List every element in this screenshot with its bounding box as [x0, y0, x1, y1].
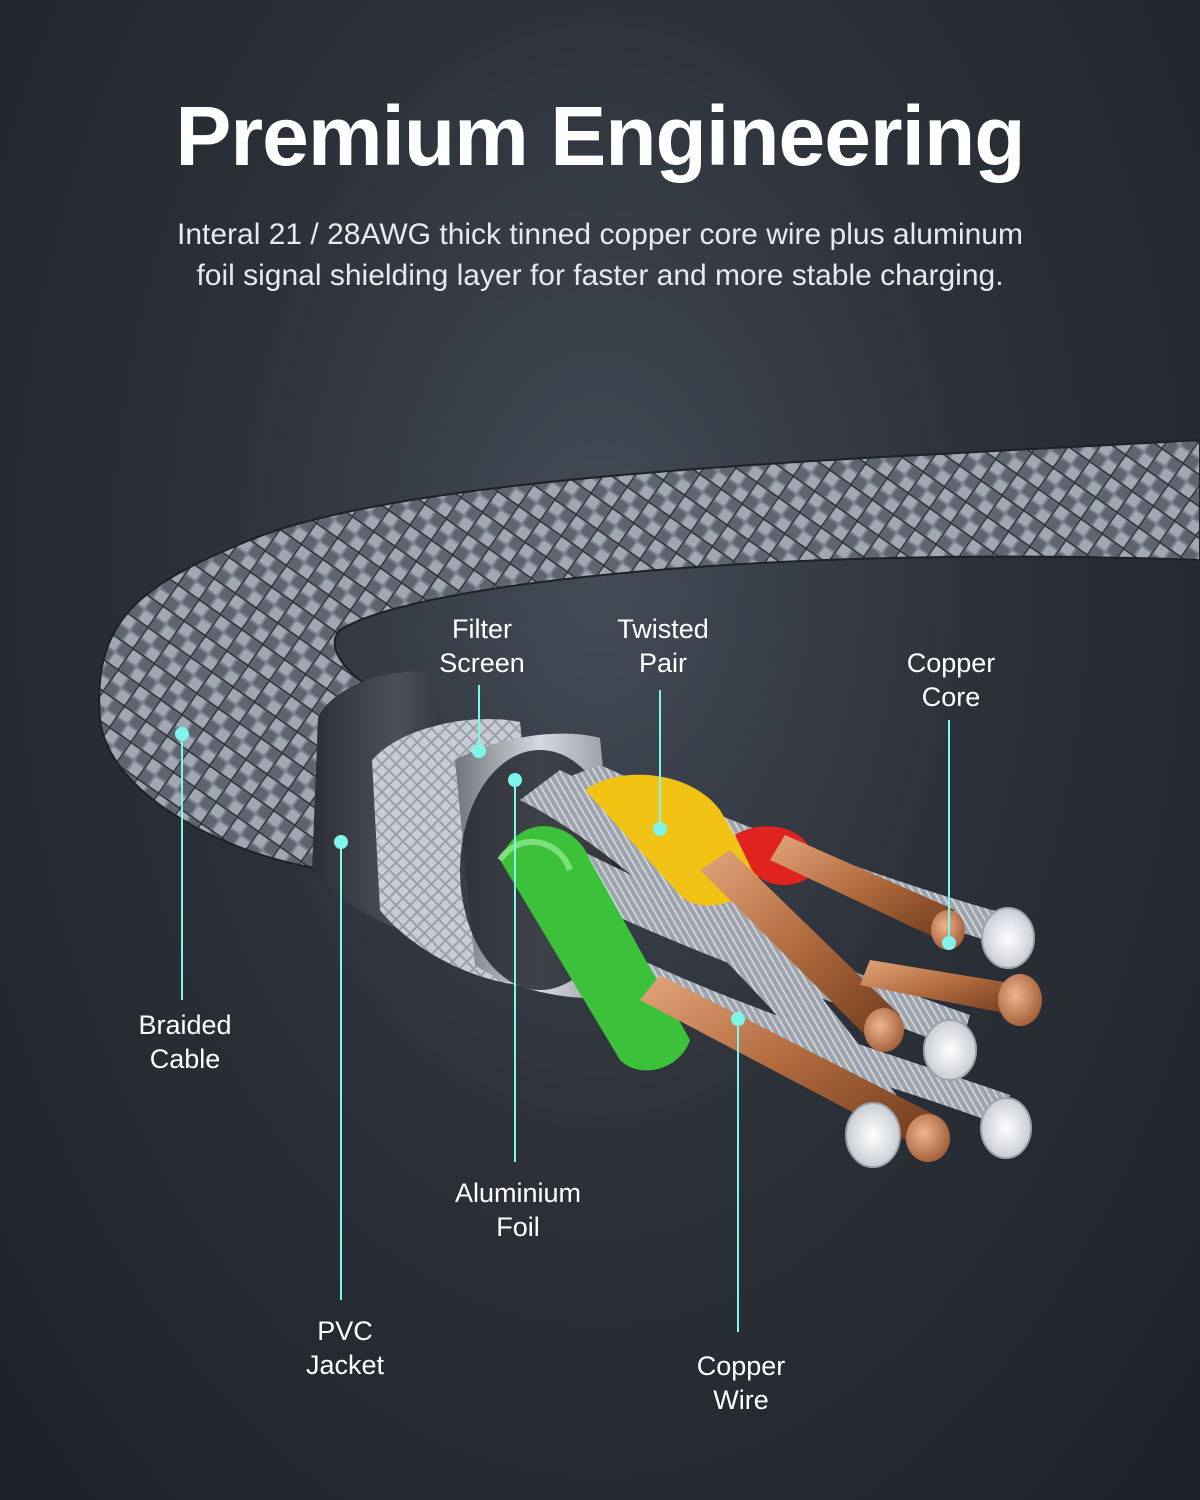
- green-wire: [497, 826, 690, 1071]
- callout-filter-screen: Filter Screen: [439, 614, 525, 678]
- callout-pvc-jacket: PVC Jacket: [305, 1316, 385, 1380]
- copper-conductors: [640, 835, 1042, 1162]
- callout-copper-wire: Copper Wire: [696, 1351, 786, 1415]
- callout-twisted-pair: Twisted Pair: [617, 614, 709, 678]
- callout-lines: [181, 685, 950, 1332]
- callout-braided-cable: Braided Cable: [138, 1010, 232, 1074]
- page-subtitle: Interal 21 / 28AWG thick tinned copper c…: [177, 218, 1023, 292]
- callout-copper-core: Copper Core: [906, 648, 996, 712]
- stranded-wire-ends: [845, 907, 1035, 1168]
- callout-aluminium-foil: Aluminium Foil: [454, 1178, 582, 1242]
- callout-dots: [175, 727, 956, 1026]
- braided-cable-body: [98, 438, 1200, 872]
- page-title: Premium Engineering: [175, 89, 1025, 183]
